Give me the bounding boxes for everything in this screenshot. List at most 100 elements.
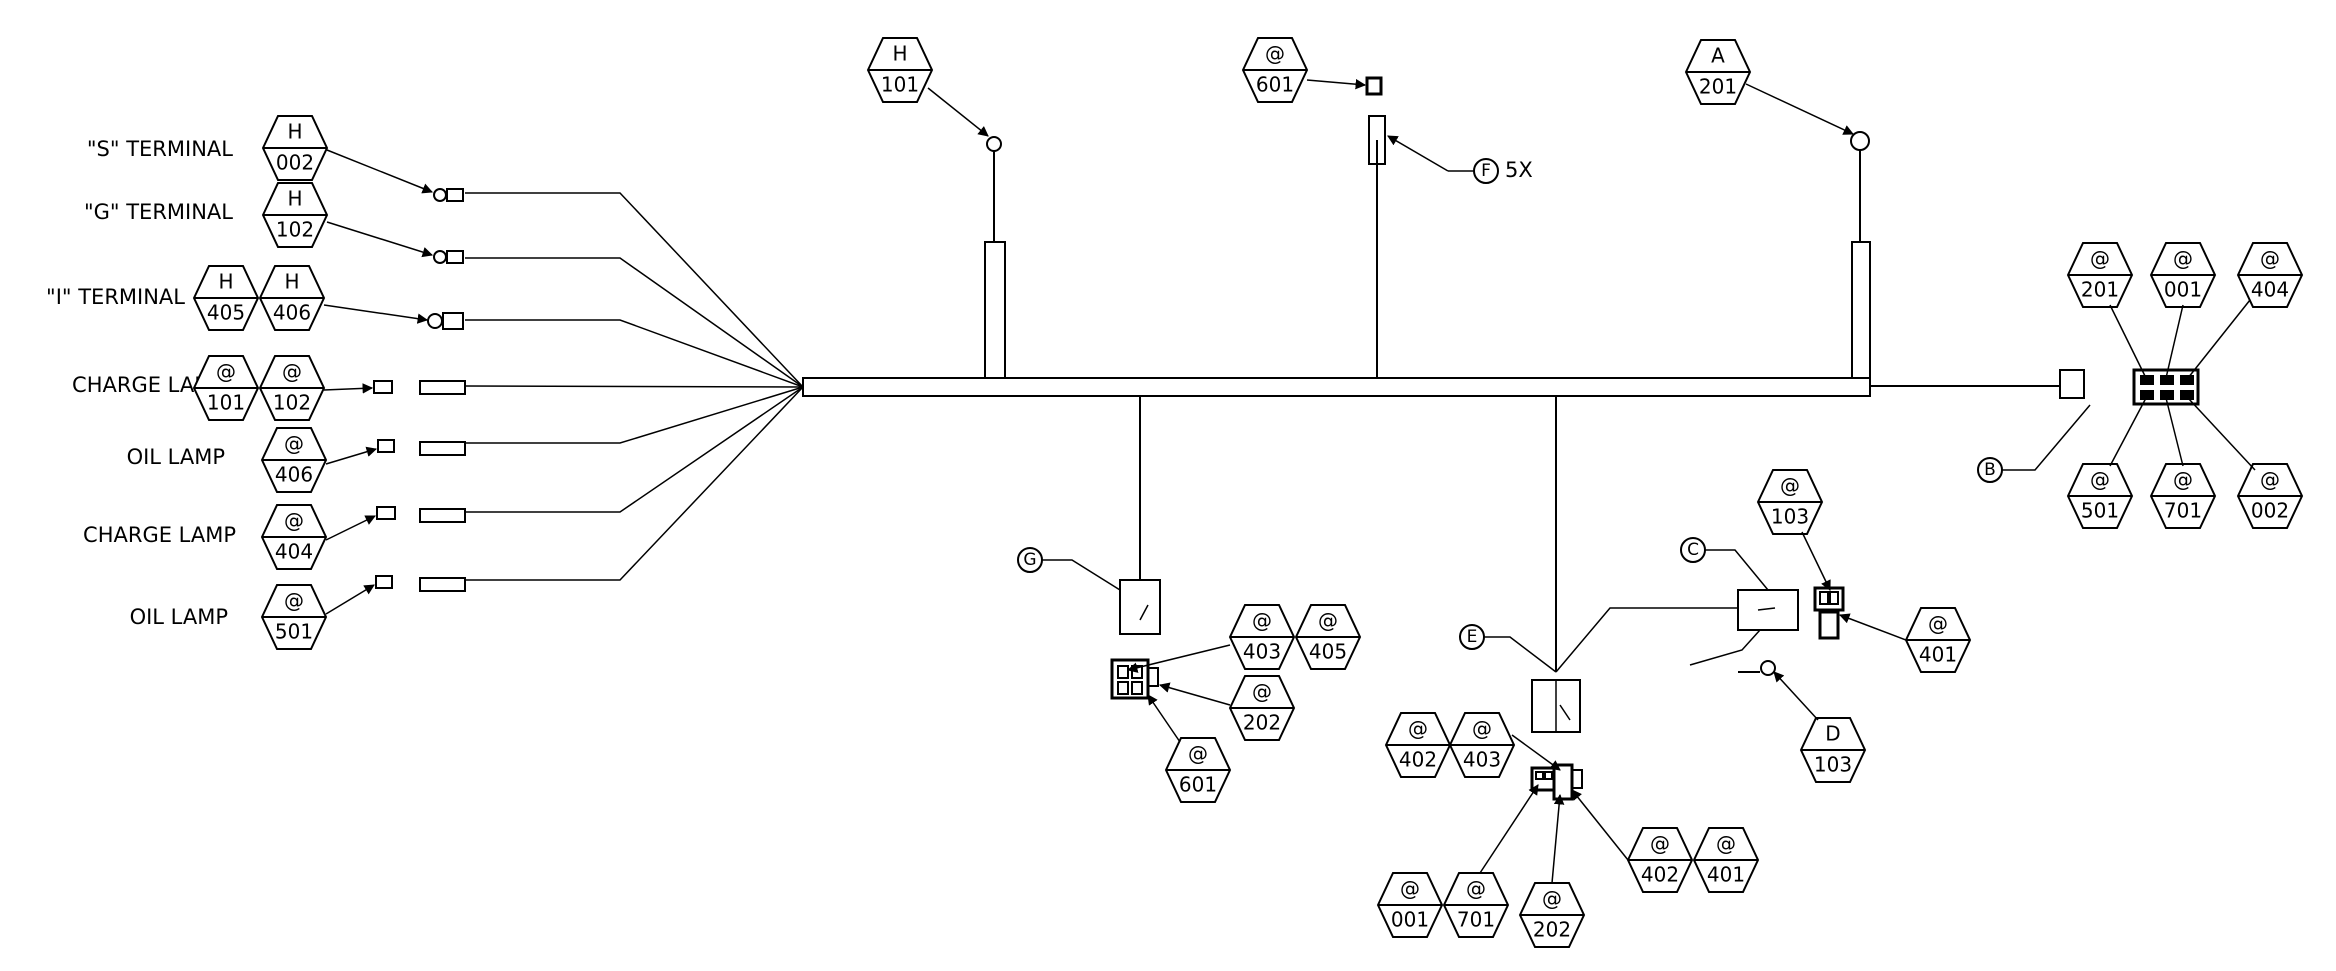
connector-b-leaders bbox=[2109, 299, 2256, 471]
svg-text:H: H bbox=[892, 42, 907, 66]
svg-text:001: 001 bbox=[2164, 278, 2202, 302]
svg-text:H: H bbox=[284, 270, 299, 294]
tag-i-terminal-405: H 405 bbox=[192, 265, 260, 331]
svg-text:@: @ bbox=[1400, 877, 1420, 901]
main-trunk bbox=[802, 140, 2060, 672]
svg-text:701: 701 bbox=[2164, 499, 2202, 523]
tag-oil-lamp-406: @406 bbox=[260, 427, 328, 493]
tag-g-202: @202 bbox=[1228, 675, 1296, 741]
svg-text:@: @ bbox=[1542, 887, 1562, 911]
svg-text:@: @ bbox=[1188, 742, 1208, 766]
svg-text:002: 002 bbox=[276, 151, 314, 175]
svg-text:C: C bbox=[1687, 540, 1699, 560]
svg-text:@: @ bbox=[282, 360, 302, 384]
svg-text:@: @ bbox=[1472, 717, 1492, 741]
tag-d-103: D 103 bbox=[1799, 717, 1867, 783]
svg-text:404: 404 bbox=[2251, 278, 2289, 302]
left-fan-wires bbox=[464, 192, 804, 581]
svg-text:202: 202 bbox=[1243, 711, 1281, 735]
svg-text:@: @ bbox=[2260, 468, 2280, 492]
svg-text:H: H bbox=[287, 120, 302, 144]
svg-text:403: 403 bbox=[1243, 640, 1281, 664]
svg-text:E: E bbox=[1467, 627, 1478, 647]
svg-text:405: 405 bbox=[207, 301, 245, 325]
lamp-connector-charge-1 bbox=[373, 380, 466, 395]
tag-g-terminal: H 102 bbox=[261, 182, 329, 248]
left-terminals bbox=[373, 188, 466, 592]
svg-text:@: @ bbox=[1928, 612, 1948, 636]
left-labels: "S" TERMINAL "G" TERMINAL "I" TERMINAL C… bbox=[46, 137, 236, 629]
ring-terminal-s bbox=[433, 188, 464, 202]
oil-lamp-label-1: OIL LAMP bbox=[127, 445, 225, 469]
callout-f: F bbox=[1473, 158, 1499, 184]
svg-text:101: 101 bbox=[881, 73, 919, 97]
tag-c-103: @103 bbox=[1756, 469, 1824, 535]
svg-text:@: @ bbox=[1716, 832, 1736, 856]
tag-e-202: @202 bbox=[1518, 882, 1586, 948]
tag-b-701: @701 bbox=[2149, 463, 2217, 529]
connector-b-pins bbox=[2140, 375, 2194, 400]
svg-text:@: @ bbox=[2090, 468, 2110, 492]
callout-g: G bbox=[1017, 547, 1043, 573]
svg-text:@: @ bbox=[1780, 474, 1800, 498]
svg-text:102: 102 bbox=[273, 391, 311, 415]
svg-text:G: G bbox=[1023, 550, 1036, 570]
connector-f bbox=[1368, 115, 1386, 165]
svg-text:D: D bbox=[1825, 722, 1840, 746]
connector-c-housing bbox=[1737, 589, 1799, 631]
svg-text:701: 701 bbox=[1457, 908, 1495, 932]
svg-text:601: 601 bbox=[1256, 73, 1294, 97]
tag-g-601: @601 bbox=[1164, 737, 1232, 803]
lamp-connector-oil-2 bbox=[375, 575, 466, 592]
ring-terminal-g bbox=[433, 250, 464, 264]
tag-b-001: @001 bbox=[2149, 242, 2217, 308]
tag-b-404: @404 bbox=[2236, 242, 2304, 308]
svg-text:@: @ bbox=[1318, 609, 1338, 633]
connector-601-top bbox=[1365, 76, 1383, 96]
branch-d-wire bbox=[1689, 629, 1761, 666]
callout-e: E bbox=[1459, 624, 1485, 650]
svg-text:@: @ bbox=[216, 360, 236, 384]
tag-charge-lamp-404: @404 bbox=[260, 504, 328, 570]
svg-text:101: 101 bbox=[207, 391, 245, 415]
svg-text:404: 404 bbox=[275, 540, 313, 564]
charge-lamp-label-2: CHARGE LAMP bbox=[83, 523, 236, 547]
svg-text:@: @ bbox=[284, 509, 304, 533]
tag-charge-lamp-101: @101 bbox=[192, 355, 260, 421]
tag-b-501: @501 bbox=[2066, 463, 2134, 529]
svg-text:F: F bbox=[1481, 161, 1491, 181]
tag-e-403: @403 bbox=[1448, 712, 1516, 778]
svg-text:405: 405 bbox=[1309, 640, 1347, 664]
tag-charge-lamp-102: @102 bbox=[258, 355, 326, 421]
callout-b: B bbox=[1977, 457, 2003, 483]
svg-text:@: @ bbox=[1252, 609, 1272, 633]
svg-text:103: 103 bbox=[1771, 505, 1809, 529]
multiplier-label: 5X bbox=[1505, 158, 1533, 182]
svg-text:@: @ bbox=[1650, 832, 1670, 856]
ring-terminal-i bbox=[427, 312, 464, 330]
tag-c-401: @401 bbox=[1904, 607, 1972, 673]
s-terminal-label: "S" TERMINAL bbox=[87, 137, 233, 161]
svg-text:103: 103 bbox=[1814, 753, 1852, 777]
svg-text:102: 102 bbox=[276, 218, 314, 242]
tag-oil-lamp-501: @501 bbox=[260, 584, 328, 650]
branch-c-wire bbox=[1555, 607, 1738, 673]
trunk-branch-a201 bbox=[1851, 241, 1871, 379]
svg-text:H: H bbox=[287, 187, 302, 211]
connector-b-housing bbox=[2059, 369, 2085, 399]
svg-text:H: H bbox=[218, 270, 233, 294]
svg-text:201: 201 bbox=[2081, 278, 2119, 302]
tag-b-201: @201 bbox=[2066, 242, 2134, 308]
svg-text:@: @ bbox=[1265, 42, 1285, 66]
connector-g-plug bbox=[1110, 658, 1159, 700]
svg-text:401: 401 bbox=[1919, 643, 1957, 667]
svg-text:@: @ bbox=[2090, 247, 2110, 271]
tag-b-002: @002 bbox=[2236, 463, 2304, 529]
ring-terminal-h101 bbox=[986, 136, 1002, 242]
svg-text:201: 201 bbox=[1699, 75, 1737, 99]
tag-e-401: @401 bbox=[1692, 827, 1760, 893]
tag-e-701: @701 bbox=[1442, 872, 1510, 938]
